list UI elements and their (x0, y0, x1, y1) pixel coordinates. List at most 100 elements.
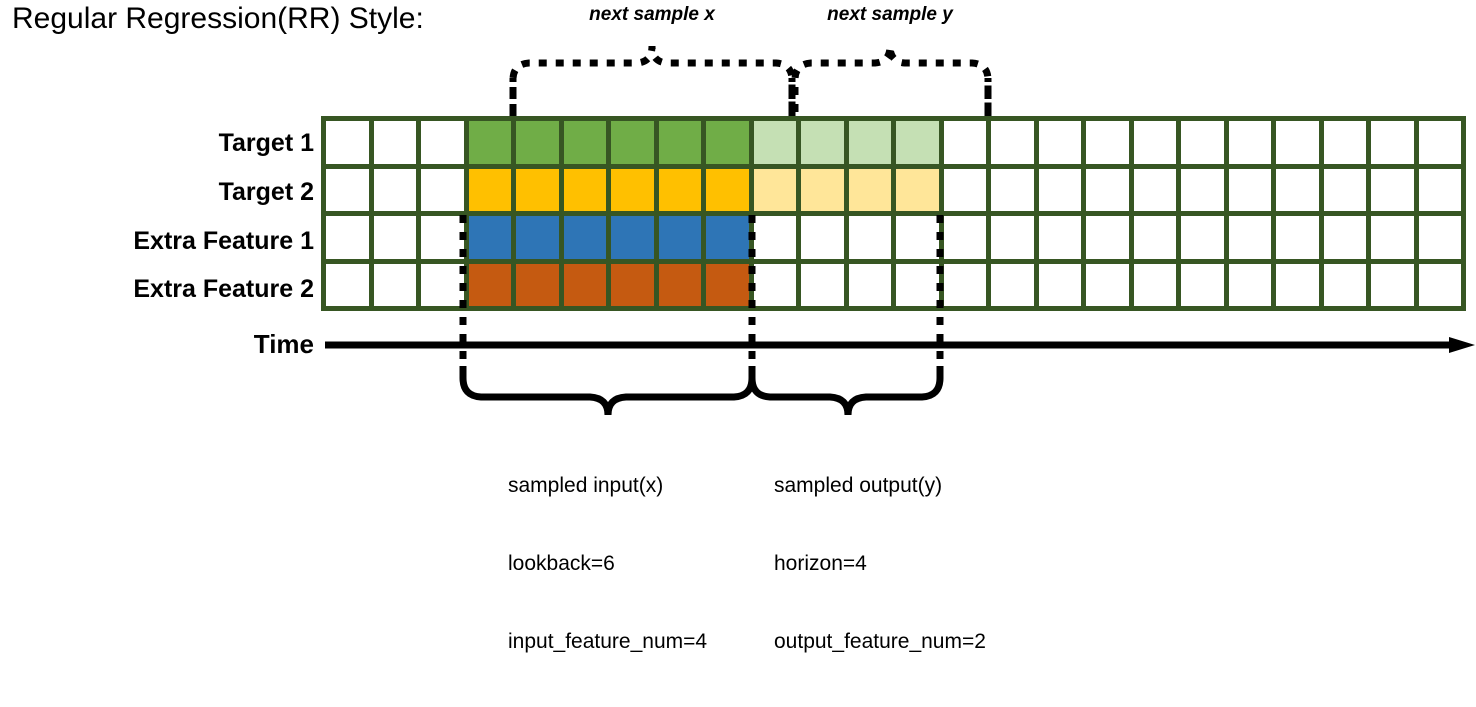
grid-cell-blank (1086, 263, 1129, 306)
grid-cell-blank (373, 121, 416, 164)
annotation-next-sample-x: next sample x (589, 4, 715, 25)
grid-cell-blank (1418, 121, 1461, 164)
grid-row-3 (326, 216, 1461, 259)
grid-cell-blank (1323, 216, 1366, 259)
grid-cell-blank (1371, 263, 1414, 306)
grid-cell-input (516, 216, 559, 259)
grid-cell-blank (943, 121, 986, 164)
grid-cell-input (468, 168, 511, 211)
grid-cell-blank (326, 263, 369, 306)
grid-row-4 (326, 263, 1461, 306)
grid-cell-blank (753, 216, 796, 259)
grid-cell-blank (1228, 121, 1271, 164)
caption-output-line1: sampled output(y) (774, 474, 943, 497)
grid-cell-blank (1323, 121, 1366, 164)
grid-cell-input (706, 263, 749, 306)
grid-cell-output (896, 121, 939, 164)
grid-cell-blank (1276, 168, 1319, 211)
grid-cell-blank (373, 216, 416, 259)
caption-sampled-output: sampled output(y) horizon=4 output_featu… (774, 421, 986, 707)
brace-sampled-output (748, 366, 944, 416)
grid-cell-blank (326, 168, 369, 211)
grid-cell-blank (1418, 216, 1461, 259)
dotted-brace-next-sample-y (791, 45, 992, 112)
caption-input-line1: sampled input(x) (508, 474, 664, 497)
grid-cell-input (563, 216, 606, 259)
grid-cell-input (611, 263, 654, 306)
caption-input-line3: input_feature_num=4 (508, 630, 708, 653)
grid-cell-blank (1038, 216, 1081, 259)
grid-cell-blank (1371, 121, 1414, 164)
grid-cell-blank (1418, 168, 1461, 211)
grid-cell-input (611, 121, 654, 164)
grid-cell-blank (896, 216, 939, 259)
grid-cell-blank (1086, 121, 1129, 164)
grid-cell-output (848, 168, 891, 211)
grid-cell-blank (1181, 121, 1224, 164)
grid-cell-blank (1133, 168, 1176, 211)
timeseries-grid (321, 116, 1466, 311)
grid-cell-blank (1181, 263, 1224, 306)
grid-cell-input (611, 216, 654, 259)
grid-cell-blank (421, 168, 464, 211)
grid-cell-input (468, 216, 511, 259)
grid-cell-blank (943, 168, 986, 211)
grid-cell-input (706, 121, 749, 164)
grid-cell-blank (801, 263, 844, 306)
caption-output-line2: horizon=4 (774, 552, 867, 575)
grid-cell-blank (1038, 121, 1081, 164)
grid-cell-blank (1276, 121, 1319, 164)
grid-cell-blank (1086, 168, 1129, 211)
grid-cell-input (611, 168, 654, 211)
grid-cell-input (658, 263, 701, 306)
grid-cell-blank (373, 168, 416, 211)
grid-cell-input (658, 121, 701, 164)
diagram-canvas: Regular Regression(RR) Style: next sampl… (12, 2, 1475, 653)
grid-cell-blank (1181, 168, 1224, 211)
grid-cell-blank (848, 216, 891, 259)
grid-cell-blank (1133, 263, 1176, 306)
grid-cell-blank (421, 263, 464, 306)
grid-cell-input (658, 216, 701, 259)
dotted-brace-next-sample-x (509, 45, 796, 112)
grid-cell-input (516, 168, 559, 211)
grid-cell-blank (1228, 216, 1271, 259)
grid-cell-output (753, 121, 796, 164)
grid-cell-blank (943, 216, 986, 259)
grid-cell-input (563, 263, 606, 306)
grid-cell-blank (1133, 121, 1176, 164)
grid-cell-input (658, 168, 701, 211)
grid-cell-blank (991, 168, 1034, 211)
grid-cell-input (468, 263, 511, 306)
grid-cell-blank (1228, 263, 1271, 306)
grid-cell-blank (1086, 216, 1129, 259)
grid-cell-blank (1038, 168, 1081, 211)
grid-cell-blank (1323, 168, 1366, 211)
row-label-2: Target 2 (218, 177, 314, 206)
grid-cell-output (848, 121, 891, 164)
grid-cell-output (801, 168, 844, 211)
grid-cell-blank (1371, 168, 1414, 211)
grid-cell-blank (1323, 263, 1366, 306)
grid-cell-blank (1133, 216, 1176, 259)
row-label-3: Extra Feature 1 (133, 226, 314, 255)
grid-cell-output (801, 121, 844, 164)
grid-cell-input (706, 216, 749, 259)
brace-sampled-input (459, 366, 756, 416)
row-label-4: Extra Feature 2 (133, 275, 314, 304)
grid-cell-blank (1371, 216, 1414, 259)
grid-cell-output (896, 168, 939, 211)
annotation-next-sample-y: next sample y (827, 4, 953, 25)
grid-cell-input (516, 263, 559, 306)
grid-cell-blank (991, 216, 1034, 259)
grid-cell-blank (421, 216, 464, 259)
grid-cell-blank (421, 121, 464, 164)
grid-cell-blank (326, 121, 369, 164)
grid-cell-blank (753, 263, 796, 306)
grid-cell-blank (801, 216, 844, 259)
grid-cell-input (468, 121, 511, 164)
grid-cell-blank (1038, 263, 1081, 306)
caption-output-line3: output_feature_num=2 (774, 630, 986, 653)
grid-cell-blank (1418, 263, 1461, 306)
grid-cell-blank (896, 263, 939, 306)
